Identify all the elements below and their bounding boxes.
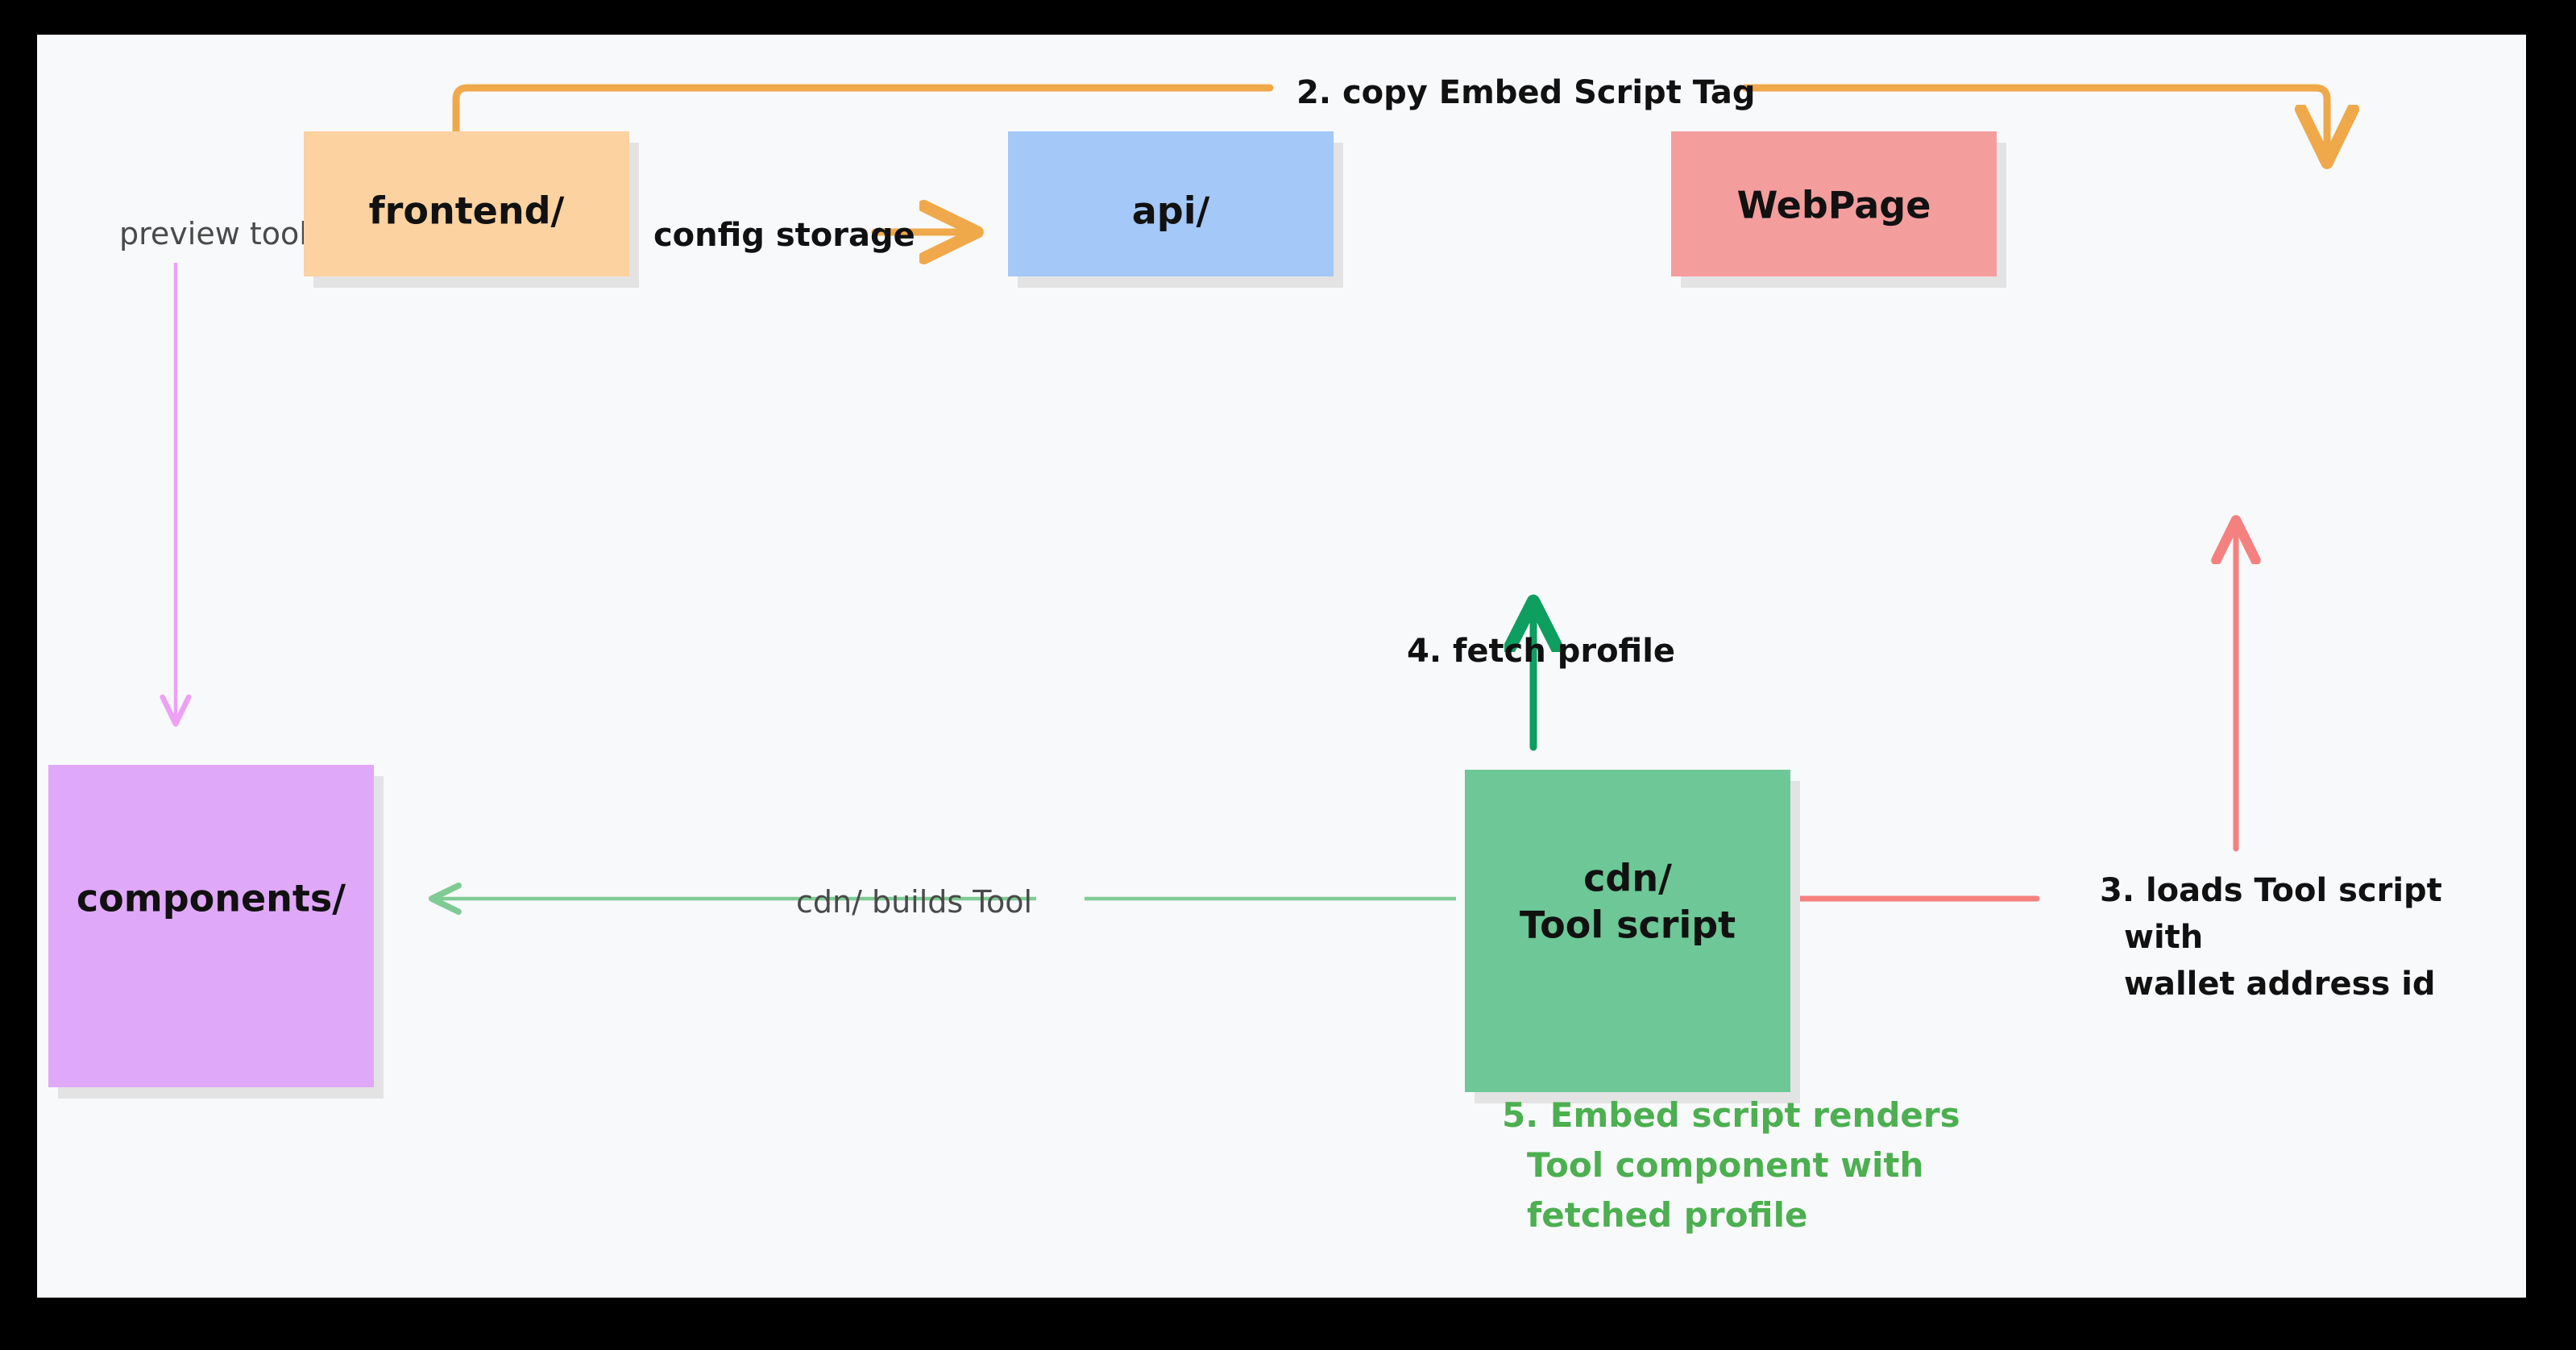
node-webpage-label: WebPage — [1737, 184, 1931, 227]
edge-builds-tool: cdn/ builds Tool — [428, 882, 1456, 920]
node-api[interactable]: api/ — [1008, 131, 1343, 288]
edge-label-fetch-profile: 4. fetch profile — [1407, 633, 1675, 670]
edge-label-builds-tool: cdn/ builds Tool — [796, 884, 1032, 920]
diagram-canvas: preview tool 2. copy Embed Script Tag 1.… — [37, 35, 2526, 1298]
node-cdn[interactable]: cdn/ Tool script — [1465, 770, 1800, 1103]
edge-label-copy-embed: 2. copy Embed Script Tag — [1296, 74, 1756, 111]
edge-label-loads-tool-script-line1: 3. loads Tool script — [2100, 872, 2442, 909]
node-api-label: api/ — [1132, 189, 1210, 233]
note-line3: fetched profile — [1527, 1195, 1807, 1235]
architecture-diagram: preview tool 2. copy Embed Script Tag 1.… — [48, 74, 2442, 1235]
node-webpage[interactable]: WebPage — [1671, 131, 2006, 288]
node-webpage-box — [1671, 131, 1997, 276]
node-frontend-label: frontend/ — [369, 189, 565, 233]
node-api-box — [1008, 131, 1334, 276]
edge-label-loads-tool-script-line3: wallet address id — [2124, 966, 2436, 1003]
node-cdn-label-line2: Tool script — [1520, 903, 1736, 947]
edge-label-loads-tool-script-line2: with — [2124, 919, 2203, 956]
node-frontend[interactable]: frontend/ — [304, 131, 639, 288]
node-components-box — [48, 765, 374, 1087]
edge-loads-tool-script: 3. loads Tool script with wallet address… — [1753, 525, 2442, 1003]
note-line1: 5. Embed script renders — [1502, 1095, 1960, 1135]
note-embed-script-renders: 5. Embed script renders Tool component w… — [1502, 1095, 1960, 1235]
node-cdn-box — [1465, 770, 1790, 1092]
edge-fetch-profile: 4. fetch profile — [1407, 607, 1675, 751]
node-frontend-box — [304, 131, 629, 276]
edge-label-config-storage: 1. config storage — [608, 217, 915, 254]
node-cdn-label-line1: cdn/ — [1583, 857, 1672, 900]
note-line2: Tool component with — [1527, 1145, 1923, 1185]
node-components-label: components/ — [77, 877, 346, 920]
node-components[interactable]: components/ — [48, 765, 384, 1099]
edge-copy-embed-script-tag: 2. copy Embed Script Tag — [452, 74, 2327, 157]
edge-label-preview-tool: preview tool — [119, 216, 308, 251]
